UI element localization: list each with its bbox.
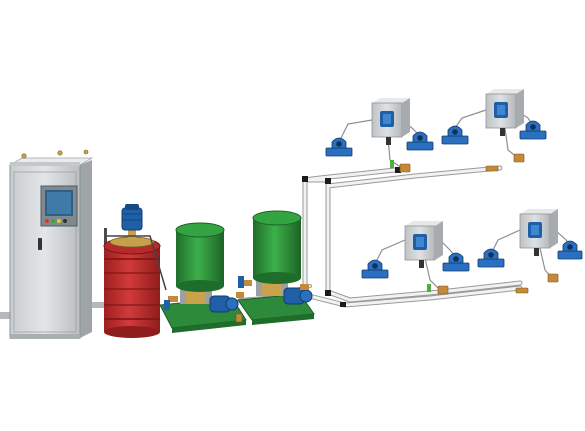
- distributor-box-2: [485, 89, 524, 136]
- control-cabinet: [0, 149, 106, 339]
- flow-indicators: [390, 160, 431, 292]
- bearing-1-2: [406, 131, 434, 151]
- pipe-fittings: [235, 153, 559, 323]
- bearing-4-2: [557, 240, 583, 260]
- distributor-box-1: [371, 98, 410, 145]
- bearing-1-1: [325, 137, 353, 157]
- lubrication-pump-1: [159, 222, 247, 333]
- bearing-3-1: [361, 259, 389, 279]
- bearing-4-1: [477, 248, 505, 268]
- bearing-3-2: [442, 252, 470, 272]
- bearing-blocks: [325, 120, 583, 279]
- lubrication-pump-2: [237, 210, 315, 325]
- distributor-box-3: [404, 221, 443, 268]
- distributor-box-4: [519, 209, 558, 256]
- bearing-2-1: [441, 125, 469, 145]
- pipe-connectors: [302, 167, 401, 307]
- bearing-2-2: [519, 120, 547, 140]
- barrel-pump: [103, 204, 167, 338]
